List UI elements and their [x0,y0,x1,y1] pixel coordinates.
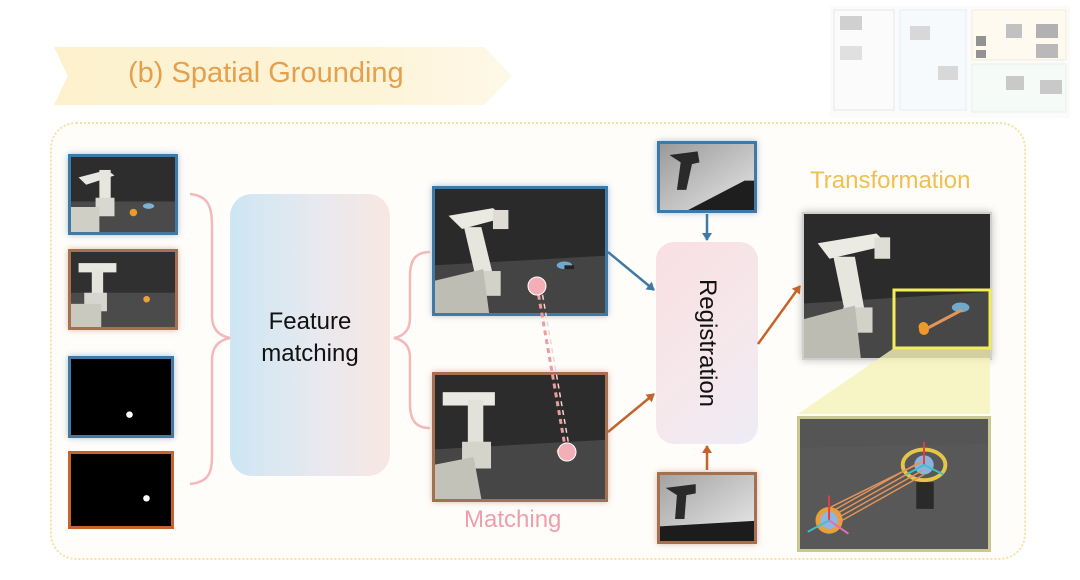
matched-image-view-1 [432,186,608,316]
feature-matching-node [230,194,390,476]
depth-image-view-1 [657,141,757,213]
transformation-label: Transformation [810,167,971,194]
transformation-result-image [802,212,992,360]
input-mask-view-2 [68,451,174,529]
transformation-closeup-image [797,416,991,552]
input-image-view-1 [68,154,178,235]
matched-image-view-2 [432,372,608,502]
input-mask-view-1 [68,356,174,438]
feature-matching-label: Feature matching [261,308,359,367]
input-image-view-2 [68,249,178,330]
title-banner [54,47,512,105]
matching-label: Matching [464,506,562,533]
depth-image-view-2 [657,472,757,544]
overview-thumbnail [830,6,1070,118]
page-title: (b) Spatial Grounding [128,57,404,89]
registration-label: Registration [694,278,721,408]
registration-node [656,242,758,444]
